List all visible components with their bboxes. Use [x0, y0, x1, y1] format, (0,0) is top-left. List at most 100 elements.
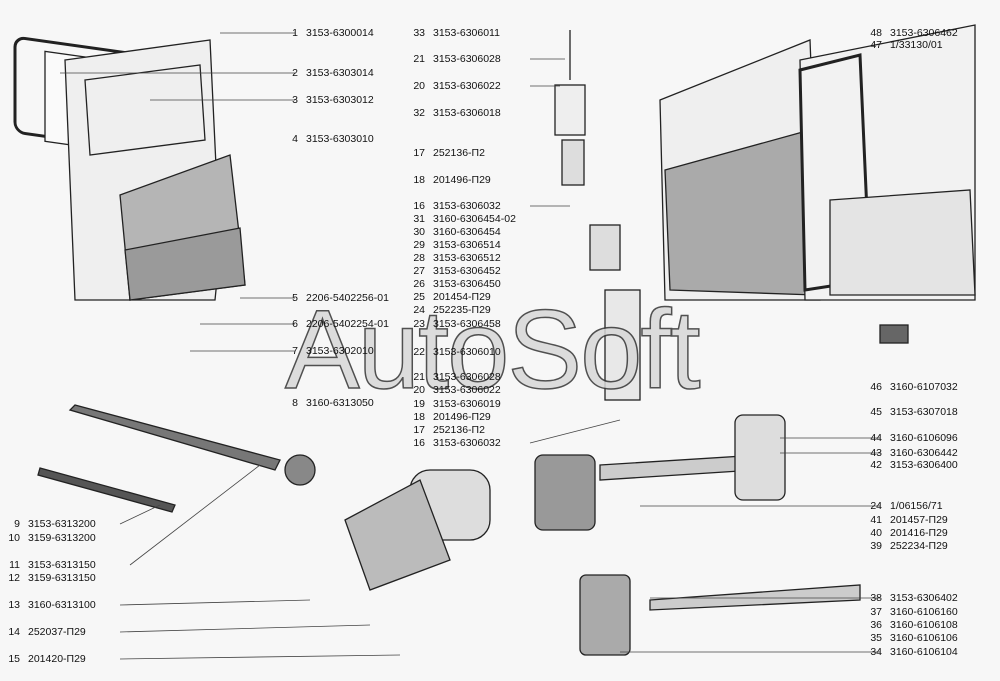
part-number: 3153-6313150 — [28, 559, 96, 571]
part-number: 3160-6306454 — [433, 226, 501, 238]
part-number: 3153-6303014 — [306, 67, 374, 79]
part-number: 3160-6306442 — [890, 447, 958, 459]
callout-number: 16 — [413, 437, 425, 449]
callout-18: 18 201496-П29 — [405, 411, 491, 423]
part-number: 3160-6106108 — [890, 619, 958, 631]
callout-number: 36 — [870, 619, 882, 631]
callout-10: 10 3159-6313200 — [0, 532, 96, 544]
part-number: 3153-6307018 — [890, 406, 958, 418]
part-number: 3153-6306032 — [433, 200, 501, 212]
callout-number: 28 — [413, 252, 425, 264]
part-number: 3159-6313200 — [28, 532, 96, 544]
callout-number: 25 — [413, 291, 425, 303]
callout-number: 5 — [292, 292, 298, 304]
callout-number: 21 — [413, 53, 425, 65]
callout-number: 24 — [413, 304, 425, 316]
wiper-arm — [68, 404, 281, 471]
part-number: 201420-П29 — [28, 653, 86, 665]
part-number: 3153-6302010 — [306, 345, 374, 357]
callout-number: 44 — [870, 432, 882, 444]
callout-number: 8 — [292, 397, 298, 409]
leader-lines — [60, 32, 880, 660]
callout-number: 26 — [413, 278, 425, 290]
callout-7: 7 3153-6302010 — [278, 345, 374, 357]
part-number: 3160-6306454-02 — [433, 213, 516, 225]
part-number: 201416-П29 — [890, 527, 948, 539]
callout-20: 20 3153-6306022 — [405, 80, 501, 92]
part-number: 3153-6306011 — [433, 27, 500, 39]
callout-46: 46 3160-6107032 — [862, 381, 958, 393]
callout-number: 20 — [413, 80, 425, 92]
callout-36: 36 3160-6106108 — [862, 619, 958, 631]
callout-number: 18 — [413, 174, 425, 186]
part-number: 3160-6106106 — [890, 632, 958, 644]
part-number: 3153-6306402 — [890, 592, 958, 604]
door-trim-panel — [119, 154, 246, 301]
callout-48: 48 3153-6306462 — [862, 27, 958, 39]
watermark: AutoSoft — [284, 286, 701, 413]
callout-number: 14 — [8, 626, 20, 638]
part-number: 3160-6107032 — [890, 381, 958, 393]
part-number: 3153-6313200 — [28, 518, 96, 530]
part-number: 3153-6306514 — [433, 239, 501, 251]
callout-number: 21 — [413, 371, 425, 383]
callout-number: 24 — [870, 500, 882, 512]
part-number: 3153-6306022 — [433, 80, 501, 92]
callout-number: 27 — [413, 265, 425, 277]
wiper-blade — [37, 467, 176, 513]
part-number: 3153-6303010 — [306, 133, 374, 145]
part-number: 3160-6106104 — [890, 646, 958, 658]
part-number: 3153-6306458 — [433, 318, 501, 330]
part-number: 3153-6306028 — [433, 53, 501, 65]
part-number: 3153-6306032 — [433, 437, 501, 449]
callout-number: 32 — [413, 107, 425, 119]
callout-24: 24 1/06156/71 — [862, 500, 943, 512]
part-number: 3153-6306400 — [890, 459, 958, 471]
callout-number: 2 — [292, 67, 298, 79]
callout-26: 26 3153-6306450 — [405, 278, 501, 290]
callout-number: 46 — [870, 381, 882, 393]
part-number: 3153-6306450 — [433, 278, 501, 290]
callout-number: 47 — [870, 39, 882, 51]
callout-number: 10 — [8, 532, 20, 544]
callout-number: 16 — [413, 200, 425, 212]
part-number: 1/06156/71 — [890, 500, 943, 512]
callout-number: 7 — [292, 345, 298, 357]
part-number: 3153-6306462 — [890, 27, 958, 39]
callout-number: 17 — [413, 424, 425, 436]
callout-number: 13 — [8, 599, 20, 611]
door-lock-mechanism — [589, 224, 641, 401]
part-number: 1/33130/01 — [890, 39, 943, 51]
callout-number: 18 — [413, 411, 425, 423]
callout-number: 30 — [413, 226, 425, 238]
part-number: 3153-6300014 — [306, 27, 374, 39]
part-number: 252234-П29 — [890, 540, 948, 552]
part-number: 252136-П2 — [433, 147, 485, 159]
callout-number: 3 — [292, 94, 298, 106]
callout-number: 12 — [8, 572, 20, 584]
part-number: 201496-П29 — [433, 411, 491, 423]
part-number: 3153-6306010 — [433, 346, 501, 358]
callout-number: 23 — [413, 318, 425, 330]
callout-number: 48 — [870, 27, 882, 39]
